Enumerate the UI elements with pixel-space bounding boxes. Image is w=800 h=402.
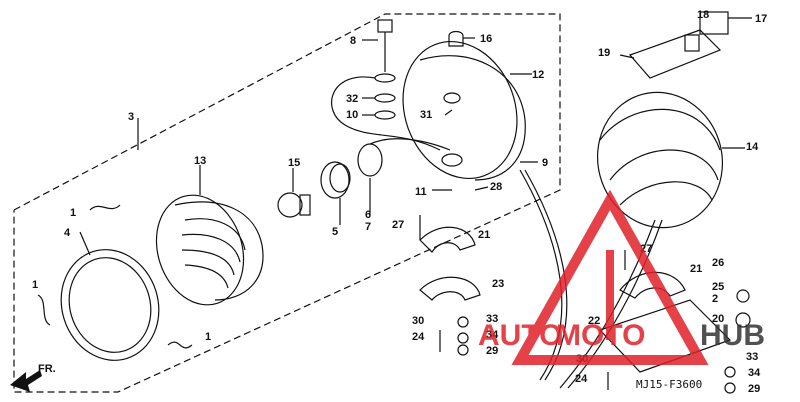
headlight-rim [60,249,160,361]
front-direction-arrow: FR. [10,363,56,392]
bracket-21 [419,226,476,253]
part-number-label: 32 [346,93,358,105]
part-number-label: 33 [746,351,758,363]
part-number-label: 18 [697,9,709,21]
part-number-label: 34 [486,329,499,341]
part-number-label: 25 [712,281,724,293]
part-number-label: 21 [478,229,490,241]
socket [320,161,350,199]
direction-label: FR. [38,363,56,375]
headlight-case [402,40,518,180]
part-number-label: 8 [350,35,356,47]
part-number-label: 31 [420,109,432,121]
relay-bracket [628,29,722,79]
part-number-label: 24 [575,373,588,385]
part-number-label: 28 [490,181,502,193]
bracket-23 [419,276,481,301]
part-number-label: 6 [365,209,371,221]
part-number-label: 20 [712,313,724,325]
part-number-label: 3 [128,111,134,123]
part-number-label: 23 [492,278,504,290]
part-number-label: 19 [598,47,610,59]
part-number-label: 33 [486,313,498,325]
part-number-label: 13 [194,155,206,167]
part-number-label: 9 [542,157,548,169]
watermark-hub: HUB [700,319,765,352]
part-number-label: 5 [332,226,338,238]
part-number-label: 29 [748,383,760,395]
part-number-label: 1 [205,331,211,343]
part-number-label: 15 [288,157,300,169]
bulb [277,192,303,218]
reflector-unit [155,194,245,306]
part-number-label: 1 [32,279,38,291]
part-number-label: 27 [392,219,404,231]
part-number-label: 2 [712,293,718,305]
diagram-code: MJ15-F3600 [636,378,702,391]
part-number-label: 7 [365,221,371,233]
assembly-boundary [13,13,561,393]
watermark: AUTO MOTO HUB [478,189,765,365]
part-number-label: 1 [70,207,76,219]
watermark-triangle-logo [511,189,709,365]
part-number-label: 29 [486,345,498,357]
part-number-label: 34 [748,367,761,379]
watermark-auto: AUTO [478,319,562,352]
watermark-moto: MOTO [556,319,645,352]
bolt [377,19,393,33]
cap [448,30,464,47]
part-number-label: 11 [415,186,427,198]
part-number-label: 22 [588,315,600,327]
part-number-label: 12 [532,69,544,81]
bracket-21b [619,271,686,299]
part-number-label: 14 [746,141,759,153]
part-number-label: 24 [412,331,425,343]
socket-plug [357,143,383,177]
part-number-label: 10 [346,109,358,121]
part-number-label: 21 [690,263,702,275]
part-number-label: 16 [480,33,492,45]
part-number-label: 30 [412,315,424,327]
part-number-label: 4 [64,227,71,239]
headlight-case-2 [596,91,724,229]
part-number-label: 26 [712,257,724,269]
part-number-label: 17 [755,13,767,25]
